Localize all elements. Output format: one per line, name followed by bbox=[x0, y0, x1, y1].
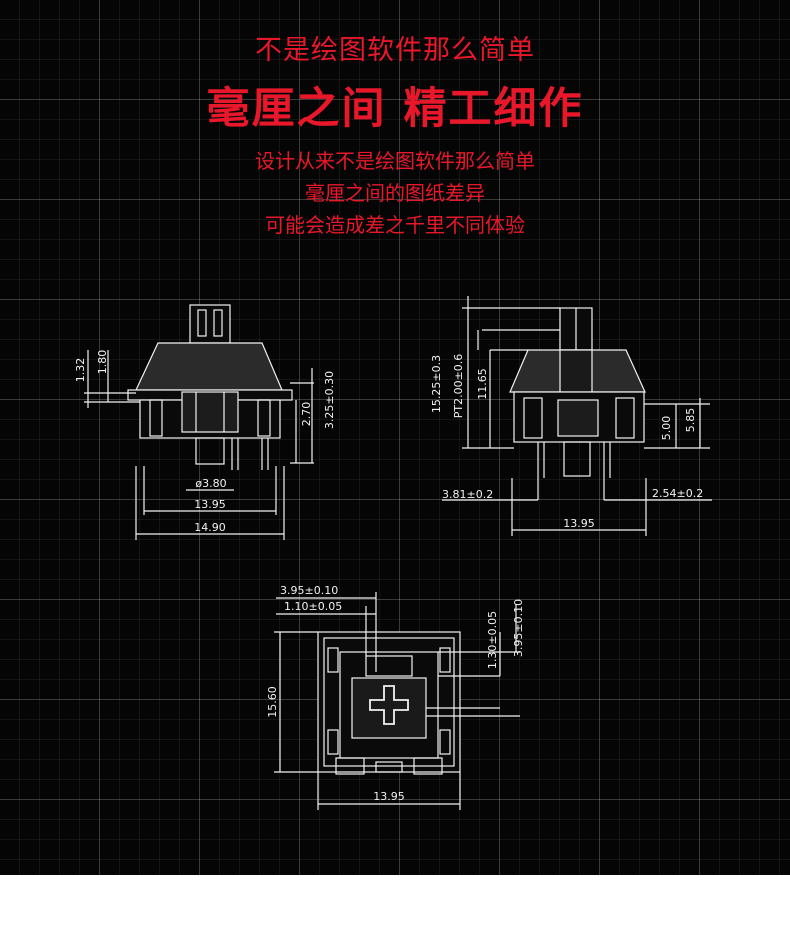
front-view-drawing bbox=[84, 304, 314, 540]
subtitle-line-2: 毫厘之间的图纸差异 bbox=[305, 181, 485, 205]
top-dim-3: 1.30±0.05 bbox=[486, 611, 499, 669]
side-dim-6: 3.81±0.2 bbox=[442, 488, 493, 501]
top-dim-2: 1.10±0.05 bbox=[284, 600, 342, 613]
subtitle-line-1: 设计从来不是绘图软件那么简单 bbox=[255, 149, 535, 173]
side-view-drawing bbox=[442, 296, 712, 536]
switch-drawings: 1.32 1.80 2.70 3.25±0.30 ø3.80 13.95 14.… bbox=[74, 296, 712, 810]
front-dim-7: 14.90 bbox=[194, 521, 226, 534]
top-view-drawing bbox=[274, 592, 520, 810]
bottom-white-strip bbox=[0, 875, 790, 950]
side-dim-5: 5.85 bbox=[684, 408, 697, 433]
side-dim-3: 11.65 bbox=[476, 368, 489, 400]
front-dim-4: 3.25±0.30 bbox=[323, 371, 336, 429]
front-dim-6: 13.95 bbox=[194, 498, 226, 511]
top-dim-4: 3.95±0.10 bbox=[512, 599, 525, 657]
title-line-2: 毫厘之间 精工细作 bbox=[206, 84, 584, 134]
front-dim-3: 2.70 bbox=[300, 402, 313, 427]
top-dim-1: 3.95±0.10 bbox=[280, 584, 338, 597]
side-dim-2: PT2.00±0.6 bbox=[452, 354, 465, 419]
side-dim-1: 15.25±0.3 bbox=[430, 355, 443, 413]
top-dim-5: 15.60 bbox=[266, 686, 279, 718]
front-dim-5: ø3.80 bbox=[195, 477, 226, 490]
front-dim-2: 1.80 bbox=[96, 350, 109, 375]
side-dim-7: 2.54±0.2 bbox=[652, 487, 703, 500]
title-line-1: 不是绘图软件那么简单 bbox=[255, 35, 535, 66]
blueprint-panel: 不是绘图软件那么简单 毫厘之间 精工细作 设计从来不是绘图软件那么简单 毫厘之间… bbox=[0, 0, 790, 875]
front-dim-1: 1.32 bbox=[74, 358, 87, 383]
subtitle-line-3: 可能会造成差之千里不同体验 bbox=[265, 213, 525, 237]
side-dim-4: 5.00 bbox=[660, 416, 673, 441]
top-dim-6: 13.95 bbox=[373, 790, 405, 803]
side-dim-8: 13.95 bbox=[563, 517, 595, 530]
